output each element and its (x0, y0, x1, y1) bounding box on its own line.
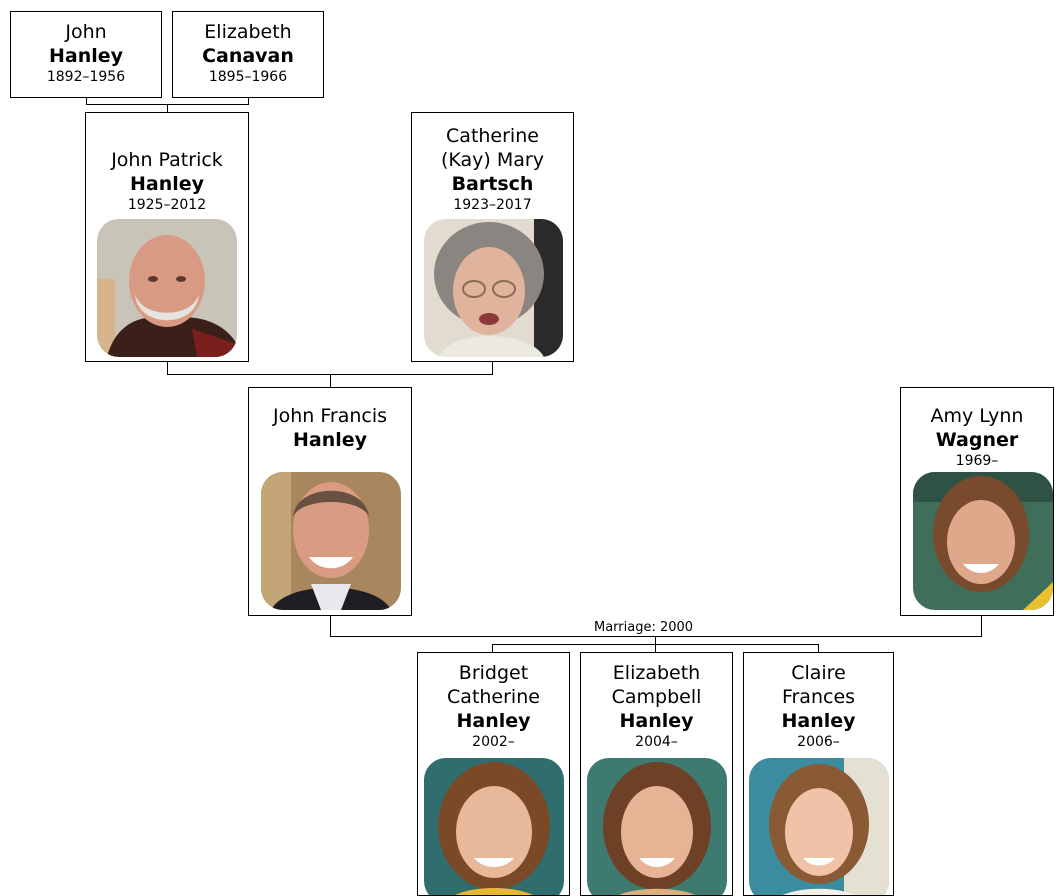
given-name: John (65, 21, 107, 43)
given-name: Amy Lynn (930, 405, 1024, 427)
portrait-photo (587, 758, 727, 895)
surname: Hanley (619, 710, 694, 732)
life-dates: 1892–1956 (46, 69, 126, 85)
connector-line (655, 644, 656, 652)
life-dates: 2006– (797, 734, 840, 750)
connector-line (818, 644, 819, 652)
portrait-photo (424, 219, 563, 357)
surname: Hanley (48, 45, 124, 67)
person-card-elizabeth-canavan[interactable]: Elizabeth Canavan 1895–1966 (172, 11, 324, 98)
given-name: Catherine (Kay) Mary (441, 125, 544, 171)
life-dates: 2002– (472, 734, 515, 750)
surname: Canavan (202, 45, 294, 67)
life-dates: 1895–1966 (208, 69, 288, 85)
portrait-photo (749, 758, 889, 895)
person-card-claire-frances-hanley[interactable]: Claire Frances Hanley 2006– (743, 652, 894, 896)
portrait-photo (97, 219, 237, 357)
connector-line (167, 361, 168, 374)
person-card-bridget-catherine-hanley[interactable]: Bridget Catherine Hanley 2002– (417, 652, 570, 896)
connector-line (981, 615, 982, 637)
person-card-john-patrick-hanley[interactable]: John Patrick Hanley 1925–2012 (85, 112, 249, 362)
portrait-photo (424, 758, 564, 895)
connector-line (492, 361, 493, 374)
surname: Hanley (781, 710, 856, 732)
older-man-portrait-icon (97, 219, 237, 357)
surname: Hanley (129, 173, 205, 195)
person-card-catherine-bartsch[interactable]: Catherine (Kay) Mary Bartsch 1923–2017 (411, 112, 574, 362)
surname: Bartsch (451, 173, 534, 195)
given-name: John Patrick (111, 149, 223, 171)
girl-portrait-icon (587, 758, 727, 895)
life-dates: 1969– (955, 453, 999, 469)
portrait-photo (913, 472, 1053, 610)
man-portrait-icon (261, 472, 401, 610)
person-card-amy-lynn-wagner[interactable]: Amy Lynn Wagner 1969– (900, 387, 1054, 616)
connector-line (86, 97, 87, 104)
given-name: Elizabeth Campbell (611, 662, 702, 708)
person-card-john-francis-hanley[interactable]: John Francis Hanley (248, 387, 412, 616)
life-dates: 1925–2012 (127, 197, 207, 213)
given-name: Claire Frances (781, 662, 856, 708)
surname: Hanley (292, 429, 368, 451)
older-woman-portrait-icon (424, 219, 563, 357)
surname: Hanley (456, 710, 531, 732)
connector-line (330, 615, 331, 637)
connector-line (330, 374, 331, 387)
life-dates: 1923–2017 (453, 197, 532, 213)
given-name: Elizabeth (204, 21, 292, 43)
girl-portrait-icon (749, 758, 889, 895)
person-card-john-hanley[interactable]: John Hanley 1892–1956 (10, 11, 162, 98)
given-name: John Francis (272, 405, 388, 427)
connector-line (167, 104, 168, 112)
surname: Wagner (935, 429, 1019, 451)
woman-portrait-icon (913, 472, 1053, 610)
portrait-photo (261, 472, 401, 610)
given-name: Bridget Catherine (447, 662, 540, 708)
person-card-elizabeth-campbell-hanley[interactable]: Elizabeth Campbell Hanley 2004– (580, 652, 733, 896)
connector-line (655, 636, 656, 644)
marriage-label: Marriage: 2000 (592, 620, 696, 636)
connector-line (248, 97, 249, 104)
life-dates: 2004– (635, 734, 678, 750)
girl-portrait-icon (424, 758, 564, 895)
connector-line (492, 644, 493, 652)
marriage-line (330, 636, 982, 637)
